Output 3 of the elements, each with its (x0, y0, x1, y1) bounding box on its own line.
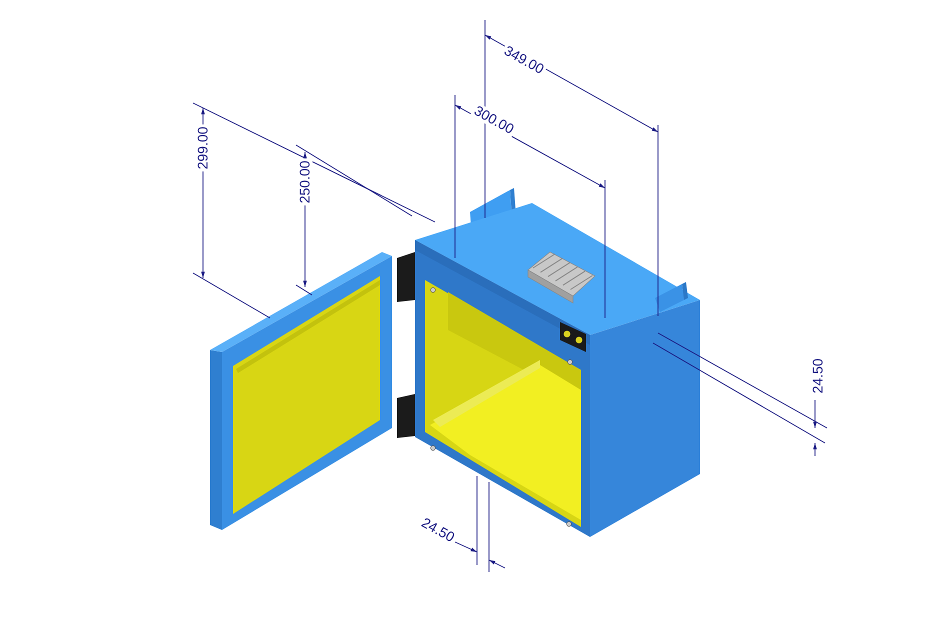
dimension-value: 24.50 (810, 356, 826, 396)
dimension-value: 250.00 (298, 158, 312, 206)
dimension-value: 299.00 (196, 124, 210, 172)
